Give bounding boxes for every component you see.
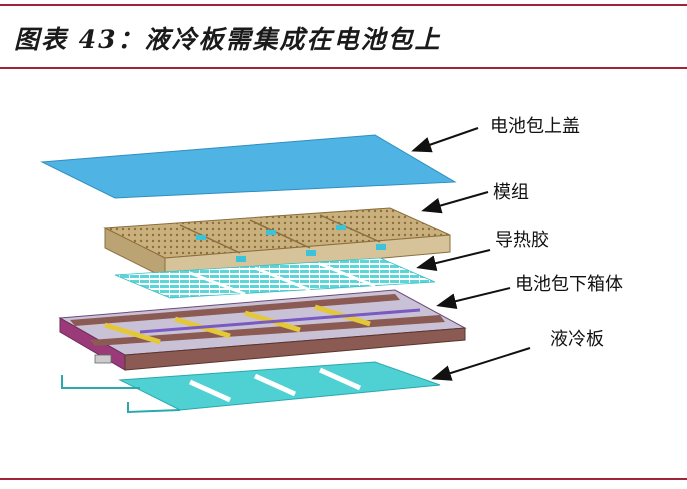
- top-cover-shape: [40, 134, 457, 199]
- thermal-glue-shape: [114, 257, 436, 299]
- label-top-cover: 电池包上盖: [490, 116, 580, 137]
- arrow-top-cover: [411, 127, 479, 153]
- figure-title: 图表 43：液冷板需集成在电池包上: [14, 25, 442, 54]
- arrow-lower-box: [436, 287, 511, 309]
- label-thermal-glue: 导热胶: [495, 230, 549, 251]
- title-rule: [0, 67, 687, 69]
- label-lower-box: 电池包下箱体: [515, 274, 623, 295]
- top-rule: [0, 4, 687, 6]
- lower-box-shape: [58, 289, 467, 371]
- label-module: 模组: [493, 182, 529, 203]
- arrow-thermal-glue: [416, 249, 491, 271]
- arrow-module: [421, 191, 489, 214]
- arrow-cold-plate: [431, 347, 531, 381]
- bottom-rule: [0, 478, 687, 480]
- battery-pack-exploded-diagram: [40, 127, 531, 414]
- label-cold-plate: 液冷板: [550, 329, 604, 350]
- cold-plate-shape: [61, 361, 441, 414]
